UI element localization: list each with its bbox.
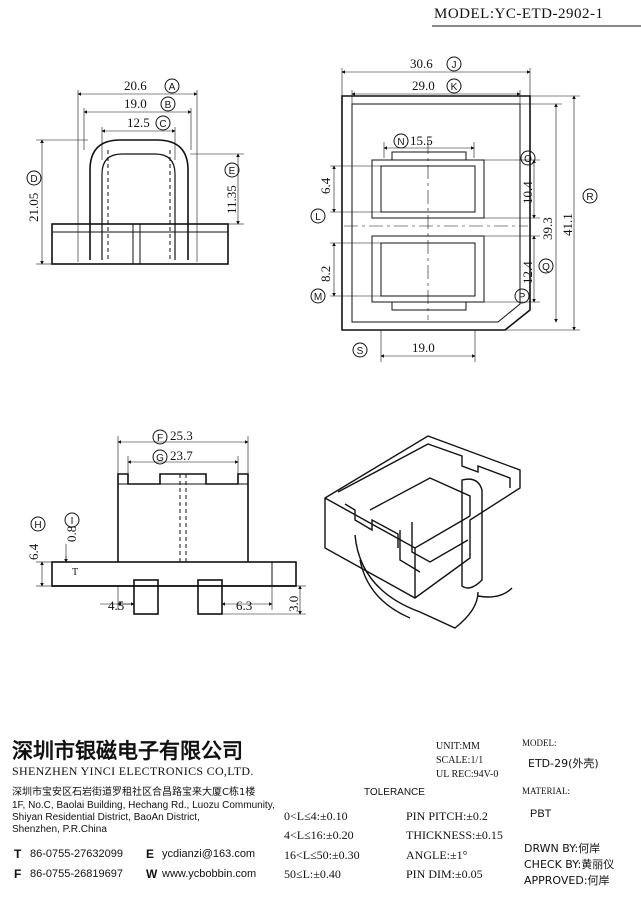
dim-value-l: 6.4 xyxy=(318,177,333,194)
side-view xyxy=(36,436,306,615)
email-label: E xyxy=(146,847,155,861)
address-en-line-3: Shenzhen, P.R.China xyxy=(12,824,107,835)
svg-text:D: D xyxy=(30,174,37,185)
dim-value-a: 20.6 xyxy=(124,78,147,93)
svg-text:L: L xyxy=(315,212,321,223)
dim-value-19-0: 19.0 xyxy=(412,340,435,355)
dim-value-b: 19.0 xyxy=(124,96,147,111)
callout-k: K xyxy=(446,78,462,94)
dim-value-k: 29.0 xyxy=(412,78,435,93)
callout-a: A xyxy=(164,78,180,94)
svg-text:K: K xyxy=(451,82,458,93)
dim-value-q: 39.3 xyxy=(540,217,555,240)
model-value: ETD-29(外壳) xyxy=(528,757,599,770)
svg-text:H: H xyxy=(34,520,41,531)
callout-f: F xyxy=(152,429,168,445)
email-value[interactable]: ycdianzi@163.com xyxy=(162,848,256,860)
svg-text:M: M xyxy=(314,292,322,303)
dim-value-g: 23.7 xyxy=(170,448,193,463)
svg-text:Q: Q xyxy=(542,262,550,273)
svg-text:G: G xyxy=(156,453,164,464)
web-value[interactable]: www.ycbobbin.com xyxy=(162,868,257,880)
svg-text:P: P xyxy=(519,292,526,303)
address-cn: 深圳市宝安区石岩街道罗租社区合昌路宝来大厦C栋1楼 xyxy=(12,787,256,798)
dim-value-r: 41.1 xyxy=(560,213,575,236)
dim-value-c: 12.5 xyxy=(127,115,150,130)
tolerance-left-1: 0<L≤4:±0.10 xyxy=(284,809,348,823)
dim-value-4-5: 4.5 xyxy=(108,598,124,613)
tolerance-left-2: 4<L≤16:±0.20 xyxy=(284,828,354,842)
dim-value-t: T xyxy=(72,567,78,578)
svg-text:E: E xyxy=(229,166,236,177)
svg-text:I: I xyxy=(71,516,74,527)
tolerance-left-3: 16<L≤50:±0.30 xyxy=(284,848,360,862)
svg-text:C: C xyxy=(159,119,166,130)
dim-value-6-3: 6.3 xyxy=(236,598,252,613)
svg-text:N: N xyxy=(397,137,404,148)
tolerance-right-1: PIN PITCH:±0.2 xyxy=(406,809,488,823)
callout-p: P xyxy=(514,288,530,304)
callout-o: O xyxy=(520,150,536,166)
svg-text:F: F xyxy=(157,433,163,444)
dim-value-j: 30.6 xyxy=(410,56,433,71)
dim-value-10-4: 10.4 xyxy=(520,181,535,204)
callout-h: H xyxy=(30,516,46,532)
approved-by: APPROVED:何岸 xyxy=(524,874,610,887)
tolerance-heading: TOLERANCE xyxy=(364,787,425,798)
unit-label: UNIT:MM xyxy=(436,741,480,752)
dim-value-n: 15.5 xyxy=(410,133,433,148)
isometric-view xyxy=(324,435,521,629)
callout-m: M xyxy=(310,288,326,304)
callout-d: D xyxy=(26,170,42,186)
dim-value-i: 0.8 xyxy=(64,526,79,542)
fax-label: F xyxy=(14,867,22,881)
drawn-by: DRWN BY:何岸 xyxy=(524,842,601,855)
address-en-line-1: 1F, No.C, Baolai Building, Hechang Rd., … xyxy=(12,800,275,811)
dim-value-3-0: 3.0 xyxy=(286,596,301,612)
callout-i: I xyxy=(64,512,80,528)
tolerance-right-3: ANGLE:±1° xyxy=(406,848,468,862)
dim-value-f: 25.3 xyxy=(170,428,193,443)
callout-e: E xyxy=(224,162,240,178)
svg-text:B: B xyxy=(165,100,172,111)
dim-value-e: 11.35 xyxy=(224,185,239,214)
technical-drawing: 20.6 19.0 12.5 21.05 11.35 30.6 29.0 15.… xyxy=(26,25,641,629)
callout-r: R xyxy=(582,188,598,204)
company-name-en: SHENZHEN YINCI ELECTRONICS CO,LTD. xyxy=(12,764,254,778)
model-header: MODEL:YC-ETD-2902-1 xyxy=(434,6,604,22)
dim-value-12-4: 12.4 xyxy=(520,261,535,284)
address-en-line-2: Shiyan Residential District, BaoAn Distr… xyxy=(12,812,200,823)
dim-value-d: 21.05 xyxy=(26,193,41,222)
callout-j: J xyxy=(446,56,462,72)
scale-label: SCALE:1/1 xyxy=(436,755,484,766)
svg-text:J: J xyxy=(452,60,457,71)
callout-q: Q xyxy=(538,258,554,274)
tolerance-right-2: THICKNESS:±0.15 xyxy=(406,828,503,842)
callout-n: N xyxy=(393,133,409,149)
svg-text:A: A xyxy=(169,82,176,93)
svg-text:O: O xyxy=(524,154,532,165)
phone-label: T xyxy=(14,847,22,861)
material-label: MATERIAL: xyxy=(522,786,570,796)
callout-g: G xyxy=(152,449,168,465)
callout-c: C xyxy=(155,115,171,131)
svg-text:S: S xyxy=(357,346,364,357)
tolerance-left-4: 50≤L:±0.40 xyxy=(284,867,341,881)
ul-rec-label: UL REC:94V-0 xyxy=(436,769,499,780)
callout-l: L xyxy=(310,208,326,224)
top-view xyxy=(330,68,580,362)
check-by: CHECK BY:黄丽仪 xyxy=(524,858,615,871)
callout-b: B xyxy=(160,96,176,112)
phone-value: 86-0755-27632099 xyxy=(30,848,123,860)
svg-text:R: R xyxy=(586,192,593,203)
model-label: MODEL: xyxy=(522,738,557,748)
web-label: W xyxy=(146,867,158,881)
material-value: PBT xyxy=(530,808,552,820)
tolerance-right-4: PIN DIM:±0.05 xyxy=(406,867,483,881)
callout-s: S xyxy=(352,342,368,358)
dim-value-h: 6.4 xyxy=(26,543,41,560)
company-name-cn: 深圳市银磁电子有限公司 xyxy=(12,739,243,763)
dim-value-m: 8.2 xyxy=(318,266,333,282)
fax-value: 86-0755-26819697 xyxy=(30,868,123,880)
